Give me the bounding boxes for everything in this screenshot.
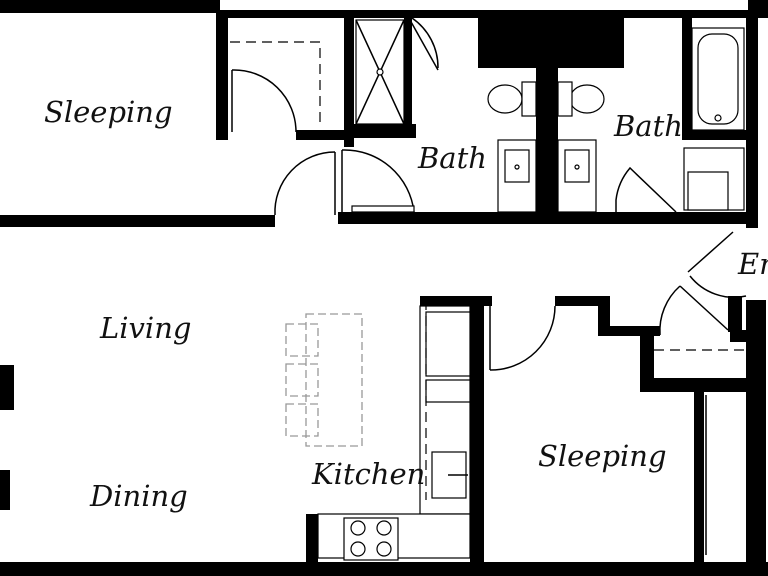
label-dining: Dining bbox=[89, 479, 188, 513]
label-bath-1: Bath bbox=[417, 141, 487, 175]
label-living: Living bbox=[99, 311, 191, 345]
label-bath-2: Bath bbox=[613, 109, 683, 143]
label-kitchen: Kitchen bbox=[311, 457, 425, 491]
kitchen-island bbox=[285, 313, 363, 447]
label-entry: En bbox=[737, 247, 768, 281]
doors bbox=[231, 17, 747, 555]
room-labels: Sleeping Bath Bath En Living Kitchen Sle… bbox=[44, 95, 768, 513]
label-sleeping-1: Sleeping bbox=[44, 95, 173, 129]
fixtures bbox=[230, 19, 746, 561]
label-sleeping-2: Sleeping bbox=[538, 439, 667, 473]
